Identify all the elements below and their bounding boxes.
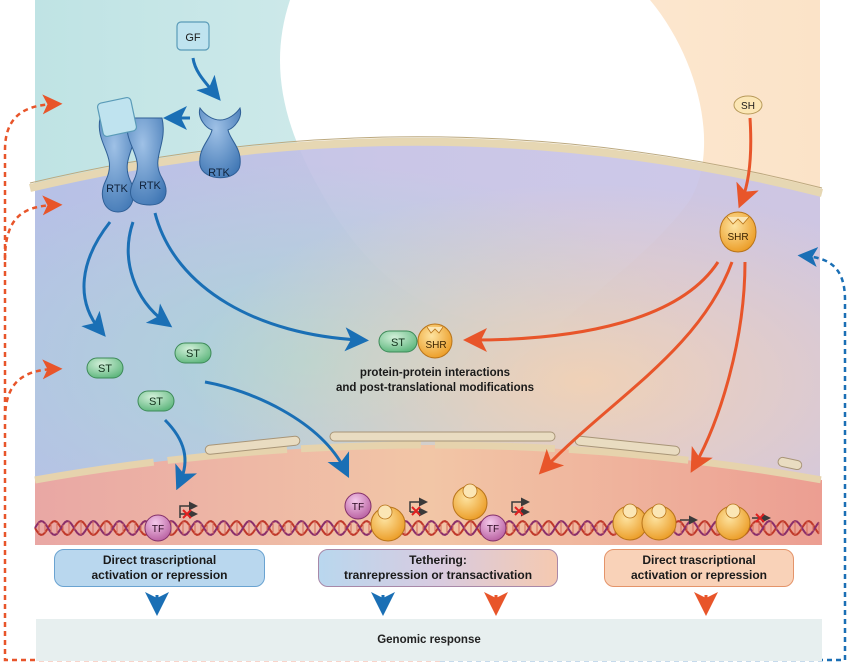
response-middle-line2: tranrepression or transactivation bbox=[343, 568, 533, 582]
rtk-monomer: RTK bbox=[198, 106, 242, 179]
feedback-blue bbox=[440, 247, 847, 662]
svg-text:TF: TF bbox=[352, 502, 364, 513]
promoter-marks bbox=[179, 497, 771, 525]
response-box-left: Direct trascriptional activation or repr… bbox=[54, 549, 265, 587]
svg-text:ST: ST bbox=[186, 348, 200, 360]
rtk-label-3: RTK bbox=[208, 167, 230, 179]
st-1: ST bbox=[86, 357, 124, 379]
shr-label: SHR bbox=[727, 232, 748, 243]
st-2: ST bbox=[174, 342, 212, 364]
steroid-hormone: SH bbox=[733, 95, 763, 115]
growth-factor: GF bbox=[176, 21, 210, 51]
st-shr-complex: ST SHR bbox=[378, 323, 453, 359]
st-3: ST bbox=[137, 390, 175, 412]
sh-label: SH bbox=[741, 101, 755, 112]
repression-crosses bbox=[182, 506, 765, 523]
response-middle-line1: Tethering: bbox=[409, 553, 467, 567]
shr-dimer-right bbox=[612, 503, 751, 541]
tf-middle: TF bbox=[344, 492, 406, 542]
interaction-caption-line2: and post-translational modifications bbox=[335, 382, 535, 394]
genomic-response-label: Genomic response bbox=[377, 634, 481, 646]
rtk-dimer: RTK RTK bbox=[96, 96, 167, 213]
gf-label: GF bbox=[185, 32, 201, 44]
interaction-caption: protein-protein interactions and post-tr… bbox=[300, 366, 570, 396]
nuclear-envelope-segments bbox=[204, 431, 803, 471]
response-right-line2: activation or repression bbox=[630, 568, 768, 582]
svg-text:ST: ST bbox=[391, 337, 405, 349]
response-left-line2: activation or repression bbox=[91, 568, 228, 582]
response-right-line1: Direct trascriptional bbox=[642, 553, 756, 567]
svg-text:TF: TF bbox=[487, 524, 499, 535]
rtk-label-1: RTK bbox=[106, 183, 128, 195]
tf-middle-right: TF bbox=[452, 483, 507, 542]
svg-text:SHR: SHR bbox=[425, 340, 446, 351]
response-box-middle: Tethering: tranrepression or transactiva… bbox=[318, 549, 558, 587]
genomic-response-box: Genomic response bbox=[36, 619, 822, 661]
gf-pathway-arrows bbox=[81, 57, 369, 491]
output-arrows bbox=[145, 592, 718, 616]
bound-growth-factor bbox=[96, 96, 138, 138]
svg-text:ST: ST bbox=[98, 363, 112, 375]
tf-left: TF bbox=[144, 514, 172, 542]
sh-pathway-arrows bbox=[463, 117, 759, 475]
shr-receptor: SHR bbox=[719, 211, 757, 253]
response-left-line1: Direct trascriptional bbox=[102, 553, 217, 567]
feedback-orange bbox=[3, 94, 440, 662]
svg-text:ST: ST bbox=[149, 396, 163, 408]
response-box-right: Direct trascriptional activation or repr… bbox=[604, 549, 794, 587]
interaction-caption-line1: protein-protein interactions bbox=[359, 367, 511, 379]
rtk-label-2: RTK bbox=[139, 180, 161, 192]
svg-text:TF: TF bbox=[152, 524, 164, 535]
